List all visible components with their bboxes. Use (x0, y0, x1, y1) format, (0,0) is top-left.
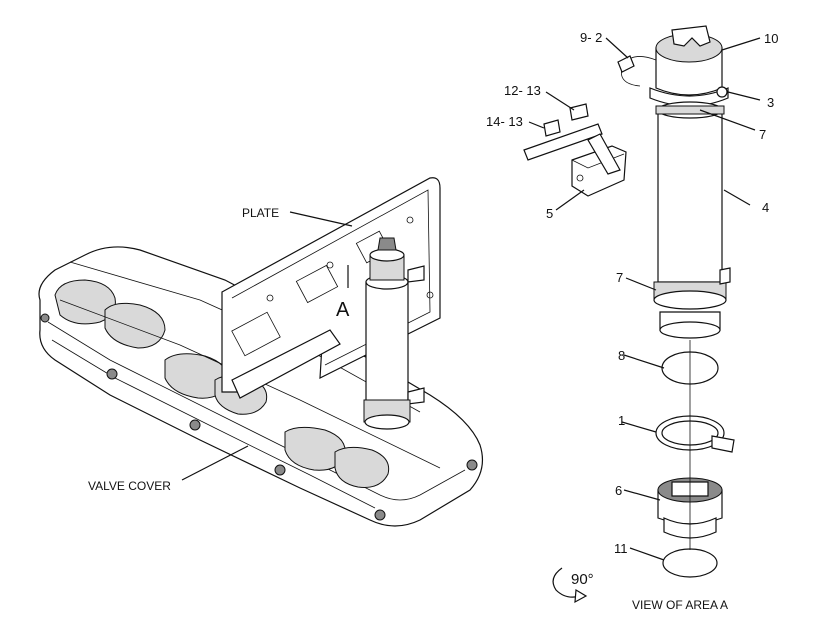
area-a-label: A (336, 299, 350, 321)
callout-8: 8 (618, 348, 625, 363)
callout-1: 1 (618, 413, 625, 428)
breather-exploded-view (523, 25, 761, 578)
valve-cover-assembly (38, 177, 483, 527)
plate-leader (289, 211, 353, 227)
callout-3: 3 (767, 95, 774, 110)
callout-9-2: 9- 2 (580, 30, 602, 45)
callout-7-low: 7 (616, 270, 623, 285)
rotation-label: 90° (571, 571, 594, 588)
callout-14-13: 14- 13 (486, 114, 523, 129)
valve-cover-label: VALVE COVER (88, 479, 171, 493)
view-caption: VIEW OF AREA A (632, 598, 728, 612)
callout-4: 4 (762, 200, 769, 215)
callout-12-13: 12- 13 (504, 83, 541, 98)
callout-6: 6 (615, 483, 622, 498)
rotate-arrow-icon (552, 567, 588, 604)
plate-label: PLATE (242, 206, 279, 220)
valve-cover-leader (181, 445, 249, 481)
callout-7-top: 7 (759, 127, 766, 142)
callout-11: 11 (614, 541, 628, 556)
callout-10: 10 (764, 31, 778, 46)
callout-5: 5 (546, 206, 553, 221)
